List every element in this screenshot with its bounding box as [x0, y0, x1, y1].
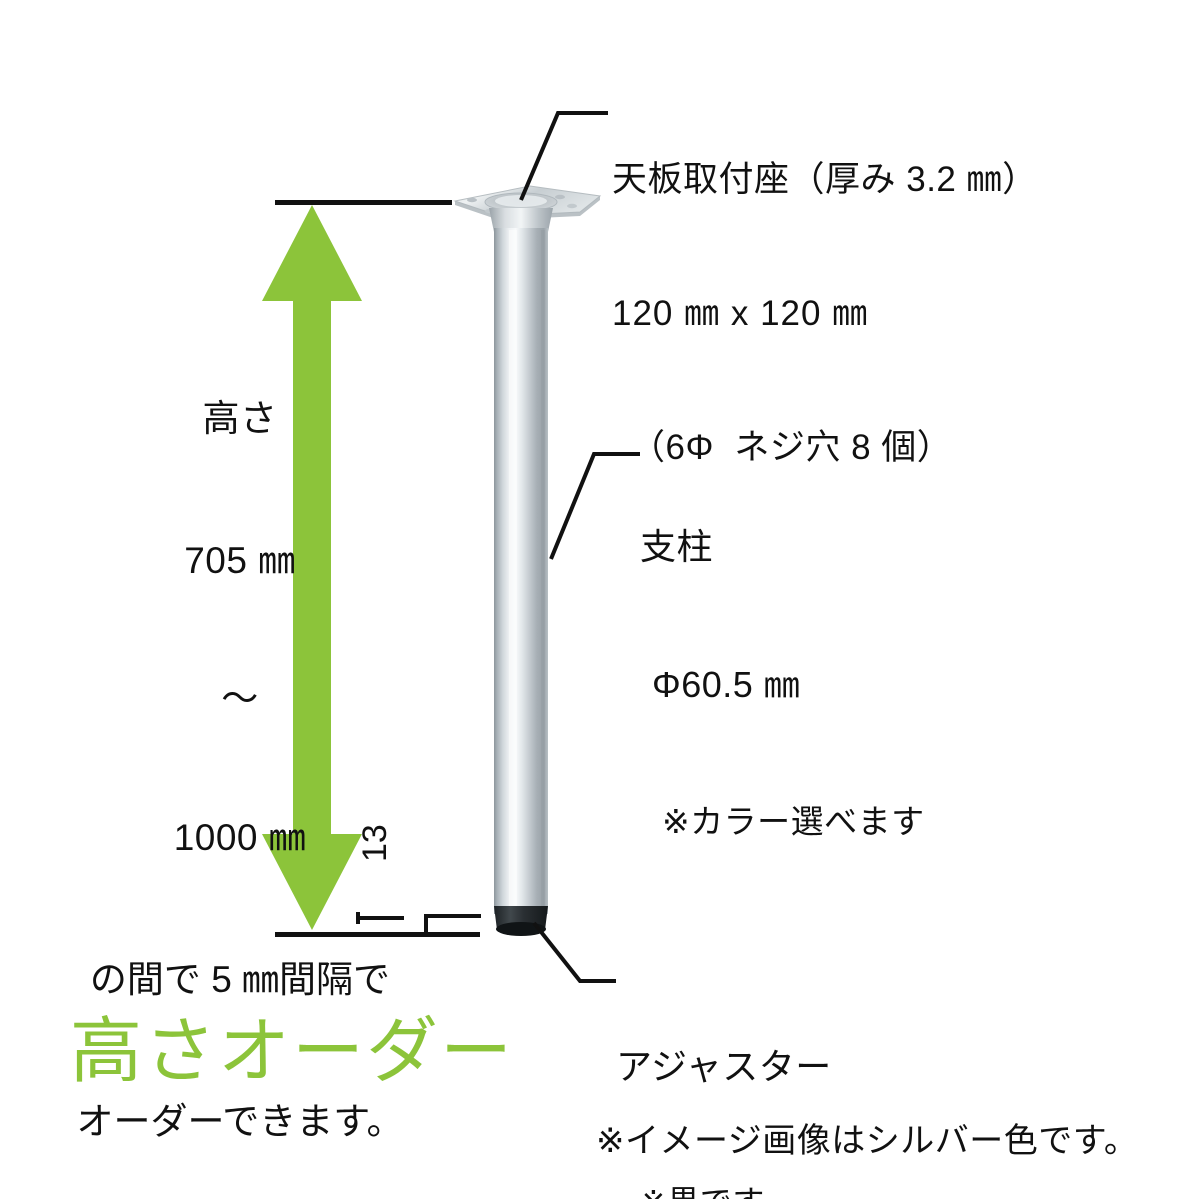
image-color-note: ※イメージ画像はシルバー色です。 [596, 1122, 1139, 1160]
adjuster-dim-extension-line [424, 914, 481, 918]
height-range-arrow [262, 205, 362, 930]
adjuster-dim-upper-line [356, 916, 404, 920]
pillar-line-3: ※カラー選べます [662, 802, 925, 840]
height-line-6: オーダーできます。 [76, 1101, 404, 1143]
pillar-line-2: Φ60.5 ㎜ [652, 664, 801, 706]
mount-plate-annotation: 天板取付座（厚み 3.2 ㎜） 120 ㎜ x 120 ㎜ （6Φ ネジ穴 8 … [612, 68, 1038, 561]
mount-plate-line-3: （6Φ ネジ穴 8 個） [630, 428, 953, 468]
height-line-2: 705 ㎜ [184, 539, 296, 581]
height-line-5: の間で 5 ㎜間隔で [89, 959, 391, 1001]
adjuster-line-1: アジャスター [616, 1046, 832, 1088]
mount-plate-line-2: 120 ㎜ x 120 ㎜ [612, 293, 869, 333]
height-annotation: 高さ 705 ㎜ ～ 1000 ㎜ の間で 5 ㎜間隔で オーダーできます。 [20, 300, 460, 1199]
adjuster-line-2: ※黒です [616, 1182, 832, 1199]
adjuster-dim-tick-left [356, 912, 360, 924]
height-line-1: 高さ [202, 397, 278, 439]
pillar-line-1: 支柱 [640, 526, 714, 568]
order-headline: 高さオーダー [70, 1012, 515, 1092]
adjuster-dim-tick-right [424, 914, 428, 936]
height-line-3: ～ [221, 677, 259, 719]
adjuster-annotation: アジャスター ※黒です [616, 952, 832, 1199]
pillar-annotation: 支柱 Φ60.5 ㎜ ※カラー選べます [640, 432, 925, 935]
top-dimension-line [275, 200, 452, 205]
mount-plate-line-1: 天板取付座（厚み 3.2 ㎜） [612, 159, 1038, 199]
height-line-4: 1000 ㎜ [173, 817, 307, 859]
bottom-baseline [275, 932, 480, 937]
